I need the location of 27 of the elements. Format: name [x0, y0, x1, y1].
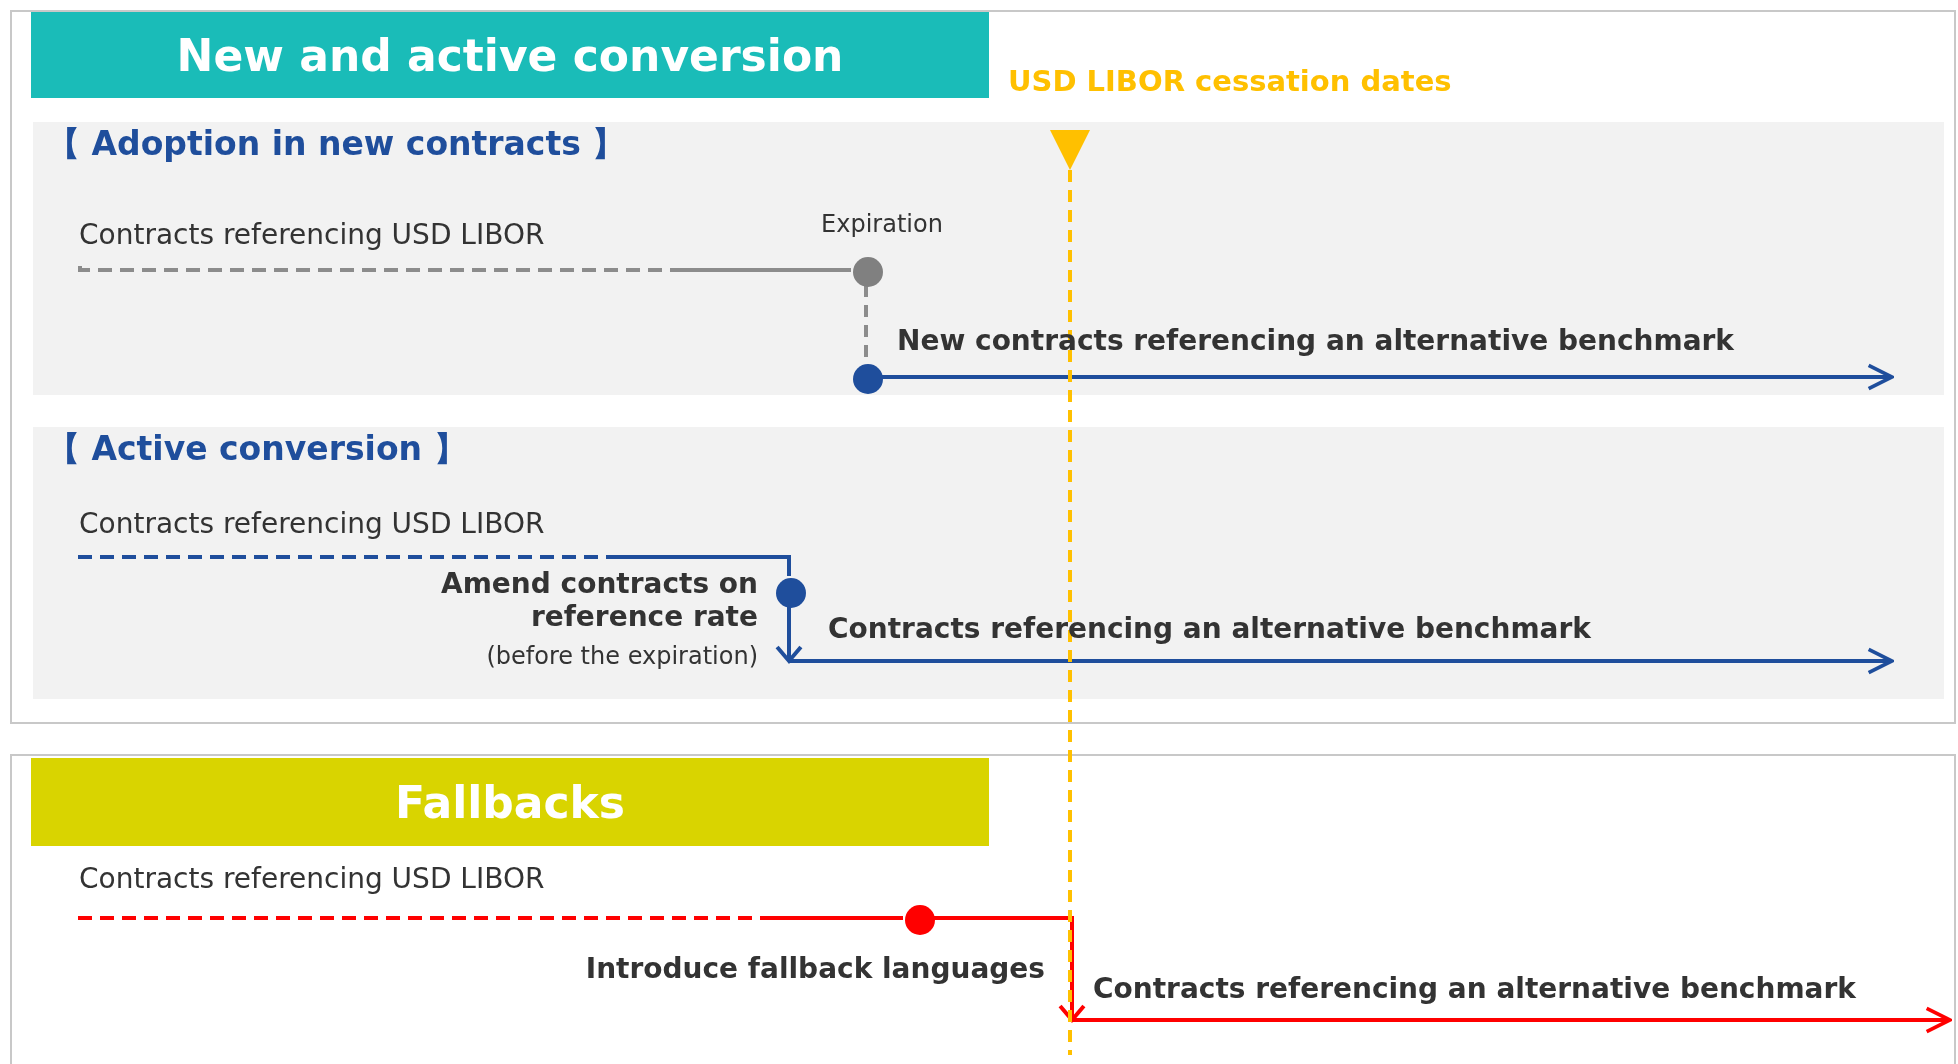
line-caption: Contracts referencing USD LIBOR	[79, 862, 639, 918]
connector-line	[78, 553, 791, 576]
milestone-note: Introduce fallback languages	[584, 952, 1045, 985]
section-panel	[10, 10, 1956, 724]
title-banner: Fallbacks	[31, 758, 989, 846]
connector-line	[78, 914, 903, 920]
milestone-dot	[853, 364, 883, 394]
edge-label: Contracts referencing an alternative benchmark	[828, 612, 1591, 645]
connector-line	[78, 264, 851, 272]
edge-label: New contracts referencing an alternative benchmark	[897, 324, 1734, 357]
edge-label: Contracts referencing an alternative benchmark	[1093, 972, 1856, 1005]
section-heading: 【 Adoption in new contracts 】	[47, 123, 626, 165]
section-heading: 【 Active conversion 】	[47, 428, 467, 470]
milestone-dot	[905, 905, 935, 935]
milestone-note: Expiration	[820, 210, 944, 238]
milestone-dot	[776, 578, 806, 608]
milestone-dot	[853, 257, 883, 287]
line-caption: Contracts referencing USD LIBOR	[79, 218, 639, 268]
milestone-note: (before the expiration)	[485, 642, 758, 670]
milestone-note: Amend contracts on reference rate	[440, 567, 758, 633]
section-panel	[10, 754, 1956, 1064]
timeline-band	[33, 427, 1944, 699]
line-caption: Contracts referencing USD LIBOR	[79, 507, 639, 557]
arrow	[881, 363, 1894, 391]
title-banner: New and active conversion	[31, 12, 989, 98]
timeline-label: USD LIBOR cessation dates	[1008, 64, 1452, 98]
timeline-band	[33, 122, 1944, 395]
